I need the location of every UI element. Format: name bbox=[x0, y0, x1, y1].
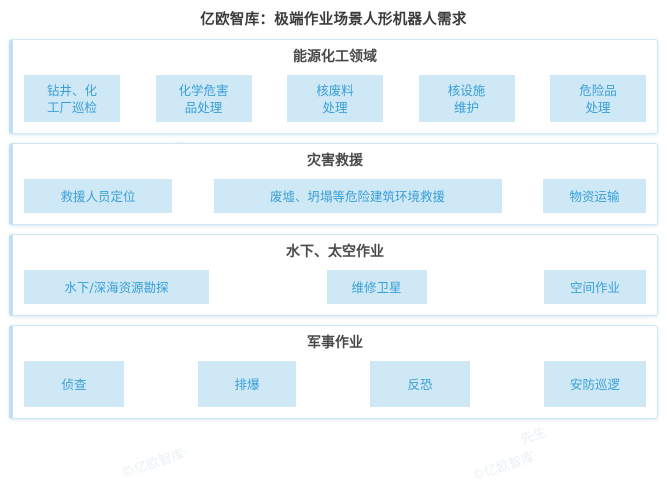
chip-space-orbital-operation[interactable]: 空间作业 bbox=[544, 270, 646, 304]
chip-military-security-patrol[interactable]: 安防巡逻 bbox=[544, 361, 646, 407]
section-card-underwater-space: 水下、太空作业 水下/深海资源勘探 维修卫星 空间作业 bbox=[9, 234, 658, 316]
chip-rescue-personnel-location[interactable]: 救援人员定位 bbox=[24, 179, 172, 213]
section-stack: 能源化工领域 钻井、化 工厂巡检 化学危害 品处理 核废料 处理 核设施 维护 … bbox=[0, 39, 667, 419]
chip-rescue-supply-transport[interactable]: 物资运输 bbox=[543, 179, 646, 213]
chip-energy-hazardous-goods[interactable]: 危险品 处理 bbox=[550, 75, 646, 122]
watermark-text: ©亿欧智库· bbox=[469, 448, 541, 485]
chip-space-satellite-repair[interactable]: 维修卫星 bbox=[326, 270, 427, 304]
watermark-text: 先生 bbox=[518, 425, 549, 448]
chip-row-underwater-space: 水下/深海资源勘探 维修卫星 空间作业 bbox=[24, 270, 646, 304]
chip-rescue-collapsed-building[interactable]: 废墟、坍塌等危险建筑环境救援 bbox=[213, 179, 502, 213]
watermark-text: ©亿欧智库· bbox=[119, 445, 191, 482]
chip-row-military: 侦查 排爆 反恐 安防巡逻 bbox=[24, 361, 646, 407]
section-card-energy-chemical: 能源化工领域 钻井、化 工厂巡检 化学危害 品处理 核废料 处理 核设施 维护 … bbox=[9, 39, 658, 134]
section-card-disaster-rescue: 灾害救援 救援人员定位 废墟、坍塌等危险建筑环境救援 物资运输 bbox=[9, 143, 658, 225]
section-title-underwater-space: 水下、太空作业 bbox=[286, 244, 384, 260]
page-title: 亿欧智库：极端作业场景人形机器人需求 bbox=[200, 12, 467, 28]
chip-military-bomb-disposal[interactable]: 排爆 bbox=[198, 361, 296, 407]
chip-energy-nuclear-facility[interactable]: 核设施 维护 bbox=[418, 75, 515, 122]
chip-military-counter-terrorism[interactable]: 反恐 bbox=[370, 361, 470, 407]
chip-military-reconnaissance[interactable]: 侦查 bbox=[24, 361, 124, 407]
chip-energy-drilling-inspection[interactable]: 钻井、化 工厂巡检 bbox=[24, 75, 120, 122]
chip-row-energy-chemical: 钻井、化 工厂巡检 化学危害 品处理 核废料 处理 核设施 维护 危险品 处理 bbox=[24, 75, 646, 122]
chip-row-disaster-rescue: 救援人员定位 废墟、坍塌等危险建筑环境救援 物资运输 bbox=[24, 179, 646, 213]
section-title-energy-chemical: 能源化工领域 bbox=[293, 49, 377, 65]
chip-space-deepsea-survey[interactable]: 水下/深海资源勘探 bbox=[24, 270, 209, 304]
section-card-military: 军事作业 侦查 排爆 反恐 安防巡逻 bbox=[9, 325, 658, 419]
section-title-disaster-rescue: 灾害救援 bbox=[307, 153, 363, 169]
chip-energy-nuclear-waste[interactable]: 核废料 处理 bbox=[287, 75, 383, 122]
section-title-military: 军事作业 bbox=[307, 335, 363, 351]
chip-energy-chemical-hazard[interactable]: 化学危害 品处理 bbox=[155, 75, 252, 122]
